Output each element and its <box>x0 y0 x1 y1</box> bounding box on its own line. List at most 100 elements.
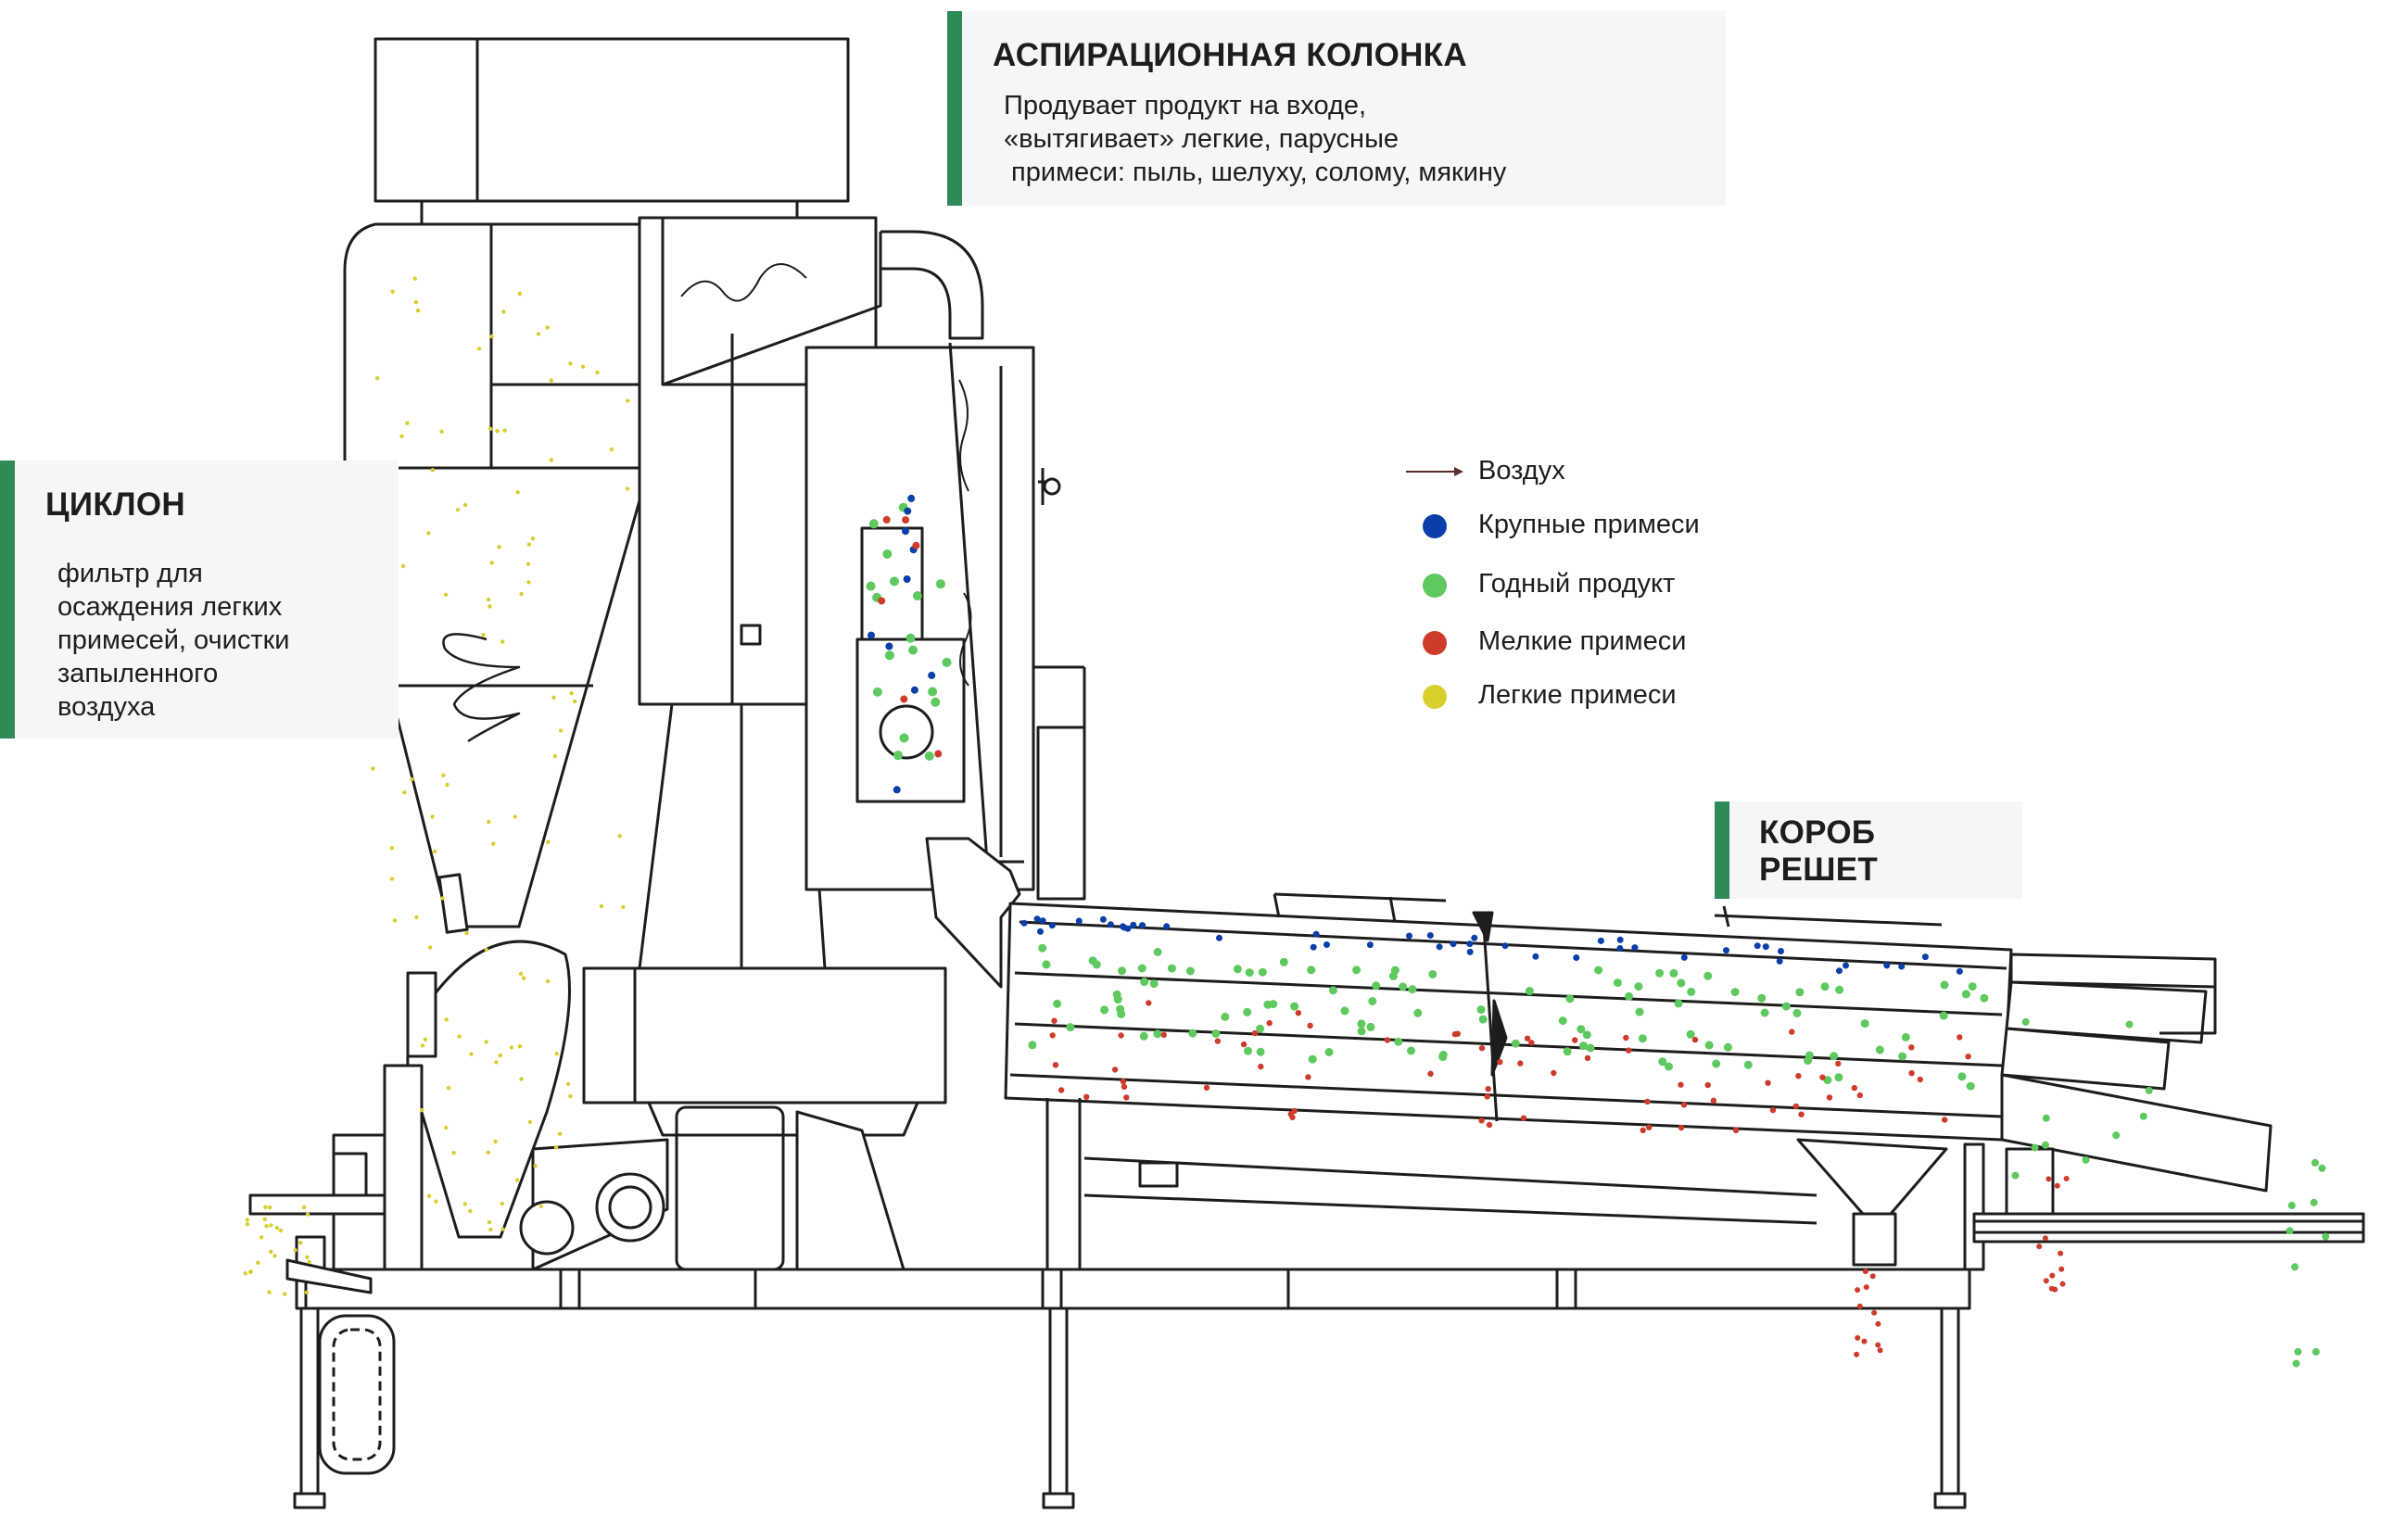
good-particle <box>1613 978 1622 988</box>
light-particle <box>433 849 437 854</box>
light-particle <box>263 1205 268 1210</box>
good-particle <box>1966 1081 1975 1091</box>
light-particle <box>513 814 517 819</box>
good-particle <box>1860 1019 1869 1029</box>
legend-label: Крупные примеси <box>1478 510 1700 539</box>
good-particle <box>1723 1042 1732 1052</box>
cyclone-description: фильтр для осаждения легких примесей, оч… <box>57 557 290 724</box>
good-particle <box>1185 966 1195 976</box>
large-particle <box>1121 924 1128 931</box>
large-particle <box>1048 922 1056 929</box>
good-particle <box>1594 966 1603 975</box>
large-particle <box>1426 932 1434 939</box>
small-particle <box>1835 1060 1842 1067</box>
light-particle <box>278 1228 284 1233</box>
light-particle <box>389 877 395 881</box>
large-particle <box>1532 953 1539 960</box>
light-particle <box>307 1259 311 1265</box>
good-particle <box>1781 1002 1791 1011</box>
light-particle <box>530 536 536 541</box>
description-line: «вытягивает» легкие, парусные <box>1004 124 1399 154</box>
small-particle <box>1478 1117 1485 1124</box>
small-particle <box>1451 1030 1459 1038</box>
light-particle <box>495 429 500 434</box>
aspiration-shaft <box>638 216 882 970</box>
large-particle <box>868 631 875 639</box>
light-particle <box>410 776 414 782</box>
small-particle <box>1497 1059 1503 1066</box>
light-particle <box>488 604 492 609</box>
light-particle <box>426 1193 432 1199</box>
light-particle <box>269 1223 273 1228</box>
light-particle <box>500 639 505 644</box>
good-particle <box>1476 1005 1486 1015</box>
large-particle <box>1956 967 1963 975</box>
large-particle <box>907 494 916 502</box>
good-particle <box>1256 1047 1265 1056</box>
good-particle <box>1149 979 1159 989</box>
large-particle <box>1216 934 1222 941</box>
light-particle <box>500 1201 504 1206</box>
light-particle <box>558 728 564 733</box>
light-particle <box>426 531 431 536</box>
small-particle <box>1732 1127 1740 1134</box>
large-particle <box>1033 915 1041 923</box>
small-particle <box>1765 1079 1771 1086</box>
light-particle <box>484 947 488 953</box>
light-particle <box>521 976 526 980</box>
light-particle <box>390 289 395 294</box>
light-particle <box>412 276 417 281</box>
large-particle <box>1776 957 1783 965</box>
light-particle <box>549 458 553 462</box>
blue-dot-icon <box>1423 514 1447 538</box>
small-particle <box>1083 1093 1090 1101</box>
light-particle <box>486 597 491 602</box>
large-particle <box>1466 948 1474 955</box>
small-particle <box>1251 1029 1259 1037</box>
good-particle <box>1357 1027 1366 1036</box>
large-particle <box>1501 942 1509 950</box>
good-particle <box>1366 1022 1375 1031</box>
small-particle <box>1289 1114 1296 1121</box>
small-particle <box>902 516 910 524</box>
large-particle <box>1466 940 1474 948</box>
large-particle <box>1366 941 1374 949</box>
good-particle <box>1687 987 1696 996</box>
large-particle <box>1631 944 1639 952</box>
good-particle <box>1394 1037 1403 1046</box>
light-particle <box>457 1034 462 1039</box>
good-particle <box>1658 1057 1667 1067</box>
good-particle <box>1582 1030 1591 1040</box>
legend-label: Годный продукт <box>1478 569 1676 599</box>
light-particle <box>259 1235 264 1240</box>
small-particle <box>1792 1103 1800 1110</box>
particles-layer <box>243 276 2330 1368</box>
small-particle <box>1146 1000 1152 1006</box>
title-line: РЕШЕТ <box>1759 852 1879 888</box>
legend-label: Воздух <box>1478 456 1565 486</box>
good-particle <box>1167 964 1176 973</box>
small-particle <box>1486 1121 1493 1129</box>
light-particle <box>293 1248 298 1253</box>
large-particle <box>1762 943 1769 951</box>
light-particle <box>441 773 446 777</box>
small-particle <box>1485 1086 1491 1092</box>
top-fan-housing <box>374 37 850 226</box>
large-particle <box>1075 917 1083 925</box>
small-particle <box>1484 1093 1490 1100</box>
light-particle <box>374 375 380 381</box>
light-particle <box>451 1151 456 1155</box>
large-particle <box>1312 930 1320 938</box>
good-particle <box>1898 1052 1907 1061</box>
small-particle <box>2042 1235 2048 1242</box>
light-particle <box>468 1208 473 1214</box>
light-particle <box>500 1227 505 1231</box>
light-particle <box>491 841 496 846</box>
good-particle <box>2011 1171 2020 1180</box>
small-particle <box>1058 1087 1065 1093</box>
good-particle <box>2322 1232 2330 1241</box>
light-particle <box>487 1219 492 1225</box>
good-particle <box>1939 1011 1948 1020</box>
light-particle <box>517 1044 523 1049</box>
light-particle <box>498 1053 502 1058</box>
